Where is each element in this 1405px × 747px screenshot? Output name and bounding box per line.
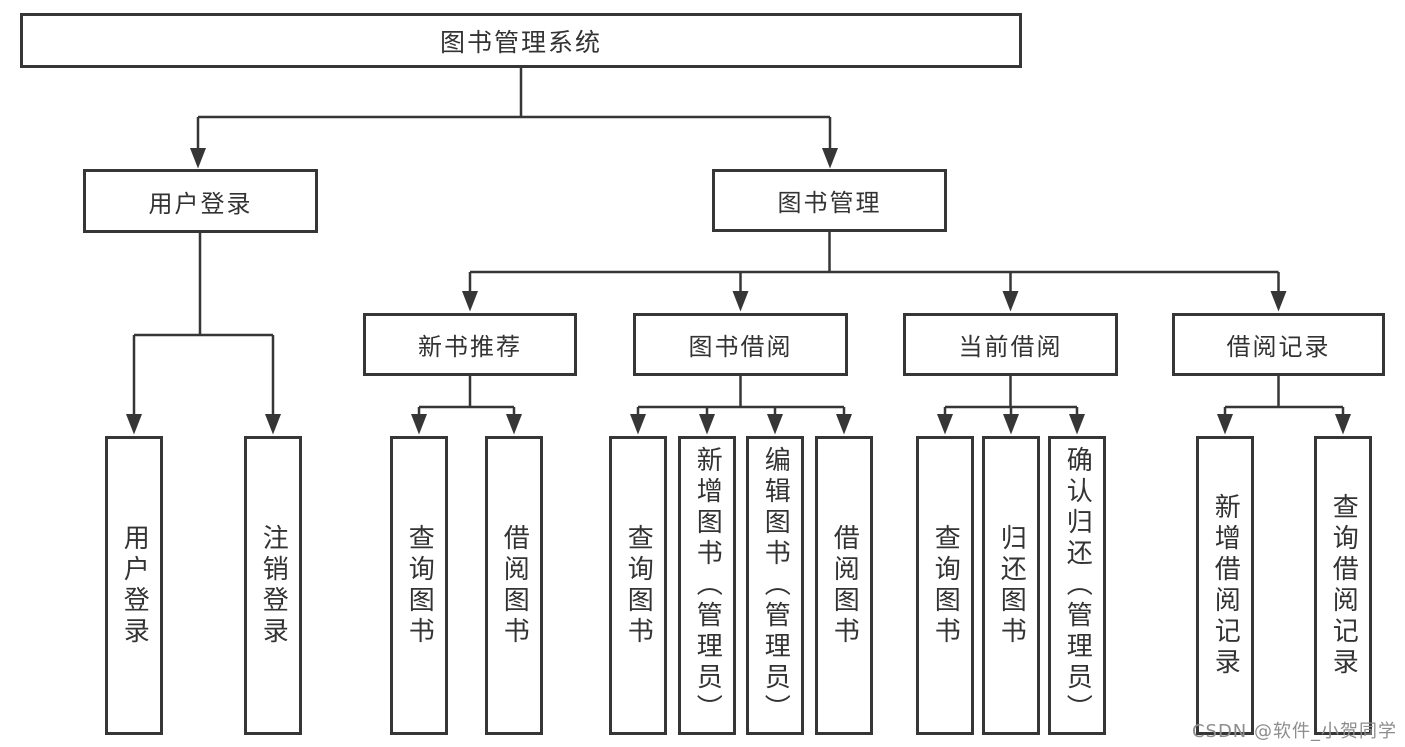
leaf-edit-books-admin-label: 编辑图书（管理员） — [760, 446, 791, 725]
leaf-query-borrow-record-label: 查询借阅记录 — [1328, 492, 1359, 679]
leaf-borrow-books-label: 借阅图书 — [829, 523, 860, 648]
leaf-add-borrow-record: 新增借阅记录 — [1196, 436, 1254, 735]
node-current-borrow-label: 当前借阅 — [958, 333, 1063, 361]
leaf-confirm-return-admin-label: 确认归还（管理员） — [1062, 446, 1093, 725]
leaf-confirm-return-admin: 确认归还（管理员） — [1048, 436, 1106, 735]
csdn-watermark: CSDN @软件_小贺同学 — [1191, 721, 1397, 742]
node-book-management-branch-label: 图书管理 — [777, 189, 882, 217]
leaf-logout-label: 注销登录 — [258, 523, 289, 648]
leaf-borrow-books-recommend: 借阅图书 — [485, 436, 543, 735]
leaf-query-books-borrow-label: 查询图书 — [623, 523, 654, 648]
leaf-add-books-admin-label: 新增图书（管理员） — [692, 446, 723, 725]
leaf-user-login: 用户登录 — [105, 436, 163, 735]
leaf-add-books-admin: 新增图书（管理员） — [678, 436, 736, 735]
connector-newbook-to-leaves — [411, 376, 522, 435]
leaf-query-books-current-label: 查询图书 — [930, 523, 961, 648]
node-root-system: 图书管理系统 — [20, 13, 1022, 68]
connector-borrow-to-leaves — [630, 376, 852, 435]
connector-login-to-leaves — [126, 233, 281, 435]
node-book-borrow: 图书借阅 — [633, 313, 848, 376]
leaf-query-books-borrow: 查询图书 — [609, 436, 667, 735]
connector-mgmt-to-level3 — [462, 232, 1287, 312]
node-new-book-recommend-label: 新书推荐 — [418, 333, 522, 361]
leaf-add-borrow-record-label: 新增借阅记录 — [1210, 492, 1241, 679]
node-current-borrow: 当前借阅 — [903, 313, 1118, 376]
leaf-borrow-books-recommend-label: 借阅图书 — [499, 523, 530, 648]
node-book-management-branch: 图书管理 — [712, 169, 947, 232]
connector-records-to-leaves — [1217, 376, 1351, 435]
connector-current-to-leaves — [937, 376, 1085, 435]
node-book-borrow-label: 图书借阅 — [688, 333, 793, 361]
leaf-edit-books-admin: 编辑图书（管理员） — [746, 436, 804, 735]
node-user-login-branch-label: 用户登录 — [148, 189, 253, 218]
leaf-borrow-books: 借阅图书 — [815, 436, 873, 735]
leaf-user-login-label: 用户登录 — [119, 523, 150, 648]
leaf-query-borrow-record: 查询借阅记录 — [1314, 436, 1372, 735]
node-user-login-branch: 用户登录 — [83, 169, 318, 233]
node-root-label: 图书管理系统 — [439, 27, 602, 57]
leaf-query-books-recommend-label: 查询图书 — [404, 523, 435, 648]
leaf-logout: 注销登录 — [244, 436, 302, 735]
leaf-query-books-current: 查询图书 — [916, 436, 974, 735]
connector-root-to-level2 — [190, 68, 838, 169]
node-borrow-records: 借阅记录 — [1172, 313, 1385, 376]
node-borrow-records-label: 借阅记录 — [1226, 333, 1331, 361]
leaf-return-books: 归还图书 — [982, 436, 1040, 735]
leaf-query-books-recommend: 查询图书 — [390, 436, 448, 735]
leaf-return-books-label: 归还图书 — [996, 523, 1027, 648]
node-new-book-recommend: 新书推荐 — [363, 313, 577, 376]
